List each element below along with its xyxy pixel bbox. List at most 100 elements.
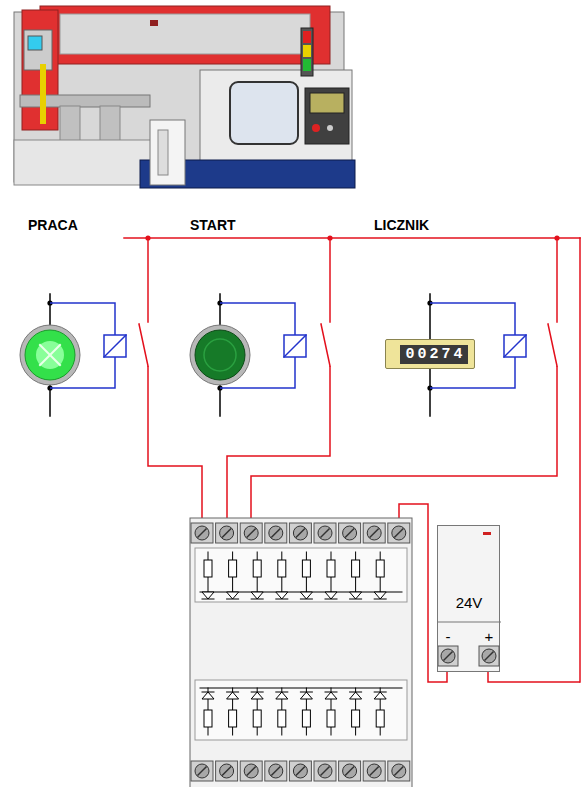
terminal-screw [318, 764, 332, 778]
side-panel [24, 30, 52, 70]
diode-symbol [325, 599, 337, 600]
channel-label: PRACA [28, 217, 78, 233]
terminal-slot [321, 767, 329, 775]
button-bezel [190, 325, 250, 385]
module-section [195, 548, 407, 602]
lamp-bezel [20, 325, 80, 385]
diode-symbol [300, 599, 312, 600]
diode-symbol [325, 692, 337, 699]
terminal-screw [220, 764, 234, 778]
coil-wire [430, 303, 515, 335]
lower-beam [20, 95, 150, 107]
beam-mark [150, 20, 158, 26]
terminal-screw [367, 764, 381, 778]
terminal [191, 761, 213, 781]
relay-coil [284, 335, 306, 357]
relay-contact [321, 324, 330, 366]
terminal-slot [444, 652, 452, 660]
resistor-symbol [302, 560, 310, 577]
terminal-screw [269, 764, 283, 778]
terminal [289, 761, 311, 781]
terminal-screw [392, 526, 406, 540]
terminal-screw [343, 526, 357, 540]
supply-divider [438, 622, 501, 623]
terminal-screw [195, 526, 209, 540]
tower-yellow [303, 45, 311, 57]
terminal-slot [395, 529, 403, 537]
window [230, 82, 298, 144]
terminal [216, 761, 238, 781]
terminal [191, 523, 213, 543]
diode-symbol [202, 692, 214, 699]
contact-lead [556, 238, 558, 322]
diode-symbol [251, 692, 263, 693]
upper-beam [40, 6, 330, 64]
resistor-symbol [253, 710, 261, 727]
resistor-symbol [376, 710, 384, 727]
terminal [240, 761, 262, 781]
counter-display: 00274 [385, 339, 474, 369]
terminal-slot [346, 767, 354, 775]
terminal-slot [296, 767, 304, 775]
relay-coil [504, 335, 526, 357]
side-column [22, 10, 58, 130]
output-wire [251, 366, 557, 522]
voltage-label: 24V [456, 594, 483, 611]
resistor-symbol [229, 710, 237, 727]
terminal-screw [293, 526, 307, 540]
yellow-rail [40, 64, 46, 124]
resistor-symbol [327, 560, 335, 577]
terminal-slot [296, 529, 304, 537]
module-housing [190, 518, 412, 787]
terminal-slot [395, 767, 403, 775]
diode-symbol [227, 692, 239, 693]
common-line [200, 688, 402, 689]
diode-symbol [300, 692, 312, 699]
diode-symbol [374, 692, 386, 699]
module-section [195, 680, 407, 740]
terminal-screw [343, 764, 357, 778]
terminal-screw [293, 764, 307, 778]
terminal-screw [269, 526, 283, 540]
diode-symbol [300, 592, 312, 599]
diode-symbol [251, 592, 263, 599]
supply-rail [579, 238, 581, 682]
diode-symbol [325, 592, 337, 599]
contact-lead [147, 238, 149, 322]
terminal-slot [223, 767, 231, 775]
relay-contact [548, 324, 557, 366]
terminal [363, 523, 385, 543]
terminal [265, 523, 287, 543]
terminal-slot [198, 767, 206, 775]
supply-rail [124, 237, 580, 239]
terminal [339, 523, 361, 543]
terminal-slot [247, 767, 255, 775]
resistor-symbol [278, 560, 286, 577]
terminal-screw [482, 649, 496, 663]
terminal [289, 523, 311, 543]
diode-symbol [227, 599, 239, 600]
terminal-slot [370, 529, 378, 537]
diode-symbol [251, 692, 263, 699]
control-cabinet [200, 70, 352, 170]
tower-red [303, 31, 311, 43]
diode-symbol [276, 692, 288, 699]
lamp-cross [40, 345, 60, 365]
diode-symbol [350, 592, 362, 599]
relay-coil [104, 335, 126, 357]
panel-screen [310, 93, 344, 113]
terminal-screw [318, 526, 332, 540]
relay-coil [284, 335, 306, 357]
terminal [265, 761, 287, 781]
terminal-screw [244, 526, 258, 540]
terminal-slot [346, 529, 354, 537]
diode-symbol [202, 599, 214, 600]
control-panel [305, 88, 349, 144]
diode-symbol [350, 692, 362, 699]
resistor-symbol [352, 560, 360, 577]
relay-contact [139, 324, 148, 366]
resistor-symbol [204, 560, 212, 577]
diode-symbol [227, 592, 239, 599]
output-wire [148, 366, 202, 522]
